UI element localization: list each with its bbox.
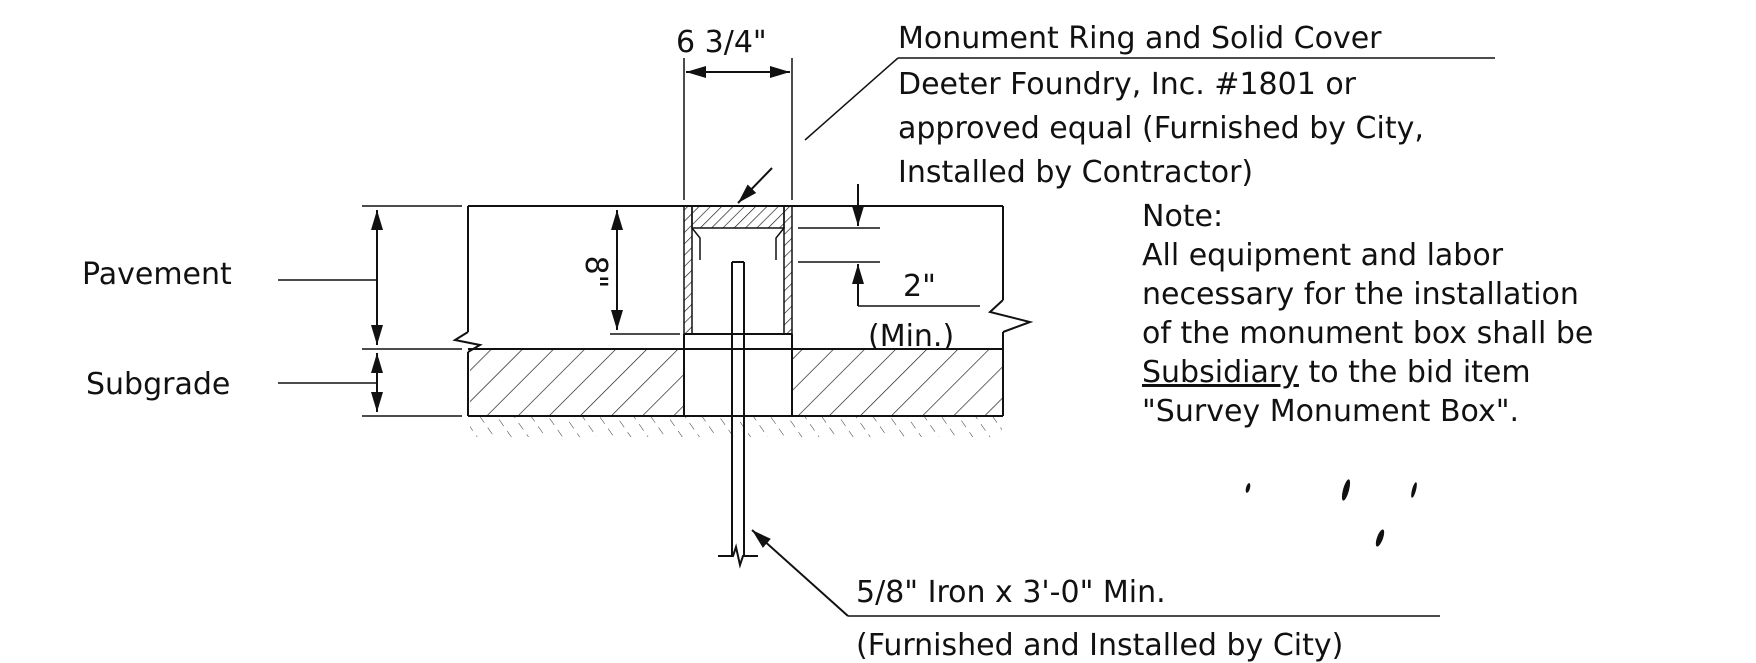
iron-rod (718, 261, 758, 569)
ring-cover-line-2: approved equal (Furnished by City, (898, 111, 1424, 146)
iron-rod-line-2: (Furnished and Installed by City) (856, 628, 1343, 663)
iron-rod-line-1: 5/8" Iron x 3'-0" Min. (856, 575, 1166, 610)
layer-dimensions (278, 205, 462, 417)
note-line-4: Subsidiary to the bid item (1142, 355, 1531, 390)
note-heading: Note: (1142, 199, 1223, 234)
note-block: Note: All equipment and labor necessary … (1142, 199, 1593, 429)
note-subsidiary-word: Subsidiary (1142, 355, 1299, 390)
ring-cover-leader (737, 57, 1495, 204)
ring-cover-line-1: Deeter Foundry, Inc. #1801 or (898, 67, 1357, 102)
note-line-5: "Survey Monument Box". (1142, 394, 1519, 429)
pavement-label: Pavement (82, 257, 232, 292)
subgrade-hatch (470, 350, 1002, 437)
min-dimension (798, 184, 980, 307)
min-dimension-label: (Min.) (868, 319, 954, 354)
note-line-1: All equipment and labor (1142, 238, 1504, 273)
width-dimension-label: 6 3/4" (676, 25, 767, 60)
depth-dimension (610, 210, 680, 335)
note-line-4-rest: to the bid item (1299, 355, 1531, 390)
scan-specks (1245, 479, 1417, 547)
width-dimension (683, 58, 793, 200)
min-dimension-value: 2" (903, 269, 936, 304)
depth-dimension-label: 8" (578, 256, 613, 289)
ring-cover-line-3: Installed by Contractor) (898, 155, 1253, 190)
subgrade-label: Subgrade (86, 367, 230, 402)
monument-box (683, 205, 793, 416)
ring-cover-title: Monument Ring and Solid Cover (898, 21, 1382, 56)
note-line-3: of the monument box shall be (1142, 316, 1593, 351)
iron-rod-leader (751, 529, 1440, 617)
note-line-2: necessary for the installation (1142, 277, 1579, 312)
